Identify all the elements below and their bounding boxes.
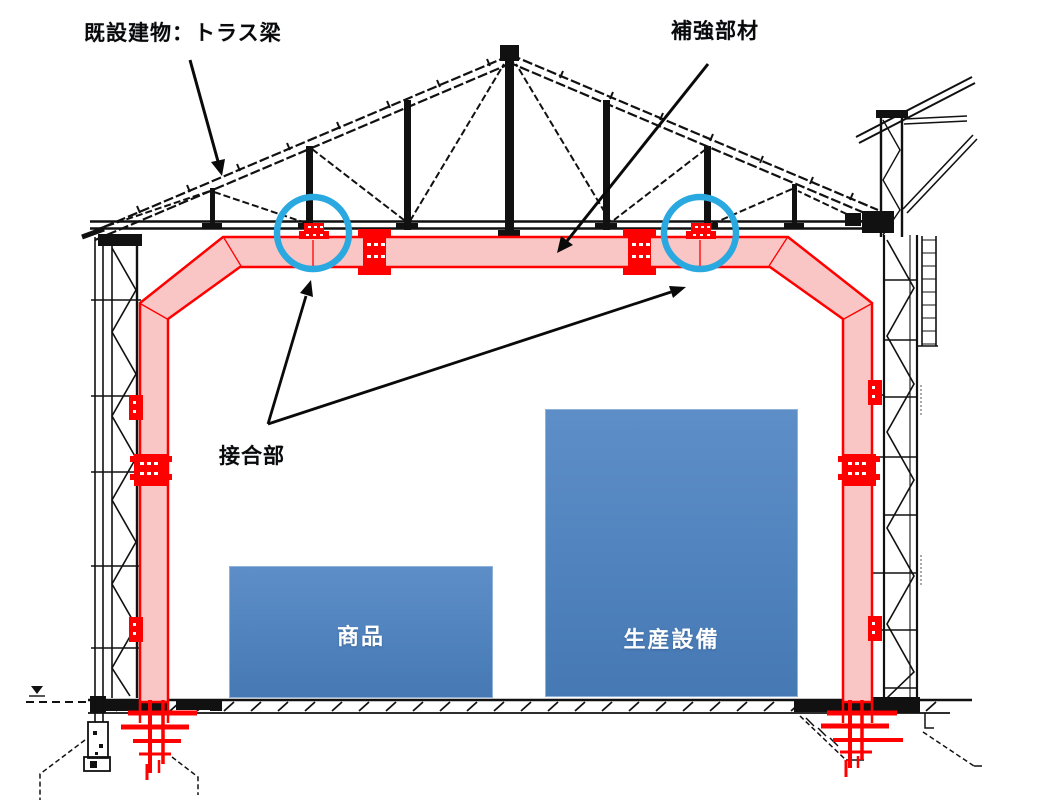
left-foundation	[39, 721, 199, 800]
joint-label: 接合部	[219, 444, 285, 468]
truss-posts	[202, 45, 894, 239]
reinforcement-frame	[121, 223, 903, 780]
callout-arrows	[188, 59, 710, 426]
adjacent-building	[855, 76, 978, 237]
joint-circle-right	[660, 193, 740, 273]
existing-building-label: 既設建物：トラス梁	[84, 21, 282, 45]
existing-building-arrow	[188, 59, 225, 176]
joint-arrow-right	[267, 286, 686, 426]
roof-truss	[90, 45, 894, 242]
joint-arrow-left	[266, 280, 313, 425]
equipment-box: 生産設備	[545, 409, 798, 697]
left-base-anchor	[121, 700, 197, 780]
reinforcement-label: 補強部材	[671, 19, 759, 43]
joint-highlight-circles	[273, 193, 740, 273]
truss-web-diagonals	[97, 63, 875, 230]
equipment-box-label: 生産設備	[623, 628, 720, 653]
existing-structure	[26, 45, 982, 800]
right-base-anchor	[821, 700, 903, 777]
goods-box-label: 商品	[336, 625, 385, 650]
goods-box: 商品	[229, 566, 493, 698]
frame-segment-joints	[140, 237, 872, 321]
joint-circle-left	[273, 193, 353, 273]
reinforcement-arrow	[557, 63, 710, 253]
frame-splice-details	[129, 223, 882, 642]
level-marker-icon	[31, 686, 43, 694]
